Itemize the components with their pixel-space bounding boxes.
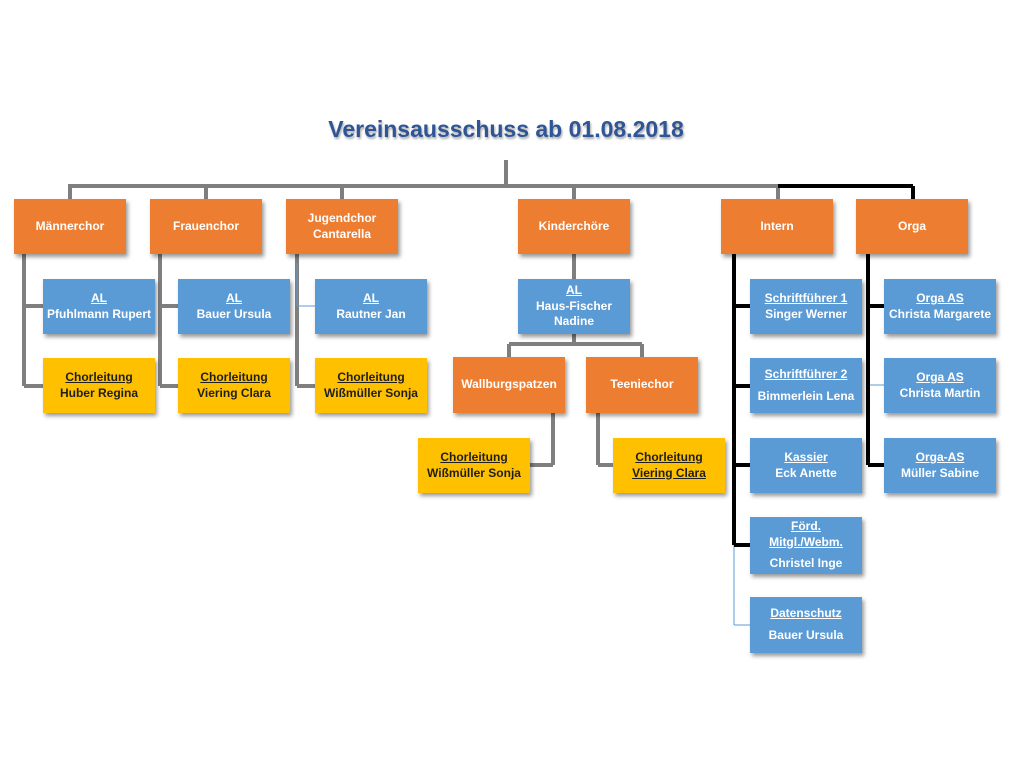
node-role: Kassier xyxy=(784,449,828,464)
node-name: Bimmerlein Lena xyxy=(757,388,855,403)
node-orga-as-1: Orga AS Christa Margarete xyxy=(884,279,996,334)
node-name: Huber Regina xyxy=(59,385,138,400)
group-label: Teeniechor xyxy=(610,377,674,392)
node-role: Chorleitung xyxy=(635,449,703,464)
group-jugendchor: Jugendchor Cantarella xyxy=(286,199,398,254)
node-maennerchor-al: AL Pfuhlmann Rupert xyxy=(43,279,155,334)
group-label-line2: Cantarella xyxy=(312,226,372,241)
group-kinderchoere: Kinderchöre xyxy=(518,199,630,254)
group-wallburgspatzen: Wallburgspatzen xyxy=(453,357,565,413)
group-label: Orga xyxy=(897,218,926,233)
node-name: Christel Inge xyxy=(769,556,843,571)
node-name: Pfuhlmann Rupert xyxy=(47,306,151,321)
node-jugendchor-al: AL Rautner Jan xyxy=(315,279,427,334)
node-role: Orga AS xyxy=(916,369,964,384)
node-role: Orga-AS xyxy=(915,449,965,464)
node-frauenchor-al: AL Bauer Ursula xyxy=(178,279,290,334)
group-label: Intern xyxy=(760,218,794,233)
node-role-line1: Förd. xyxy=(791,519,821,534)
group-orga: Orga xyxy=(856,199,968,254)
node-name: Müller Sabine xyxy=(900,465,980,480)
node-role: Schriftführer 1 xyxy=(764,290,848,305)
group-maennerchor: Männerchor xyxy=(14,199,126,254)
node-name-line2: Nadine xyxy=(553,314,594,329)
node-orga-as-2: Orga AS Christa Martin xyxy=(884,358,996,413)
node-frauenchor-chorleitung: Chorleitung Viering Clara xyxy=(178,358,290,413)
node-datenschutz: Datenschutz Bauer Ursula xyxy=(750,597,862,653)
node-wallburgspatzen-chorleitung: Chorleitung Wißmüller Sonja xyxy=(418,438,530,493)
node-role: Schriftführer 2 xyxy=(764,366,848,381)
group-label: Wallburgspatzen xyxy=(461,377,557,392)
node-name: Viering Clara xyxy=(197,385,271,400)
node-name: Bauer Ursula xyxy=(768,628,844,642)
node-role: AL xyxy=(91,290,107,305)
group-intern: Intern xyxy=(721,199,833,254)
node-role: Chorleitung xyxy=(65,369,133,384)
node-name: Christa Margarete xyxy=(888,306,992,321)
node-name: Rautner Jan xyxy=(336,306,406,321)
node-role: AL xyxy=(363,290,379,305)
node-schriftfuehrer2: Schriftführer 2 Bimmerlein Lena xyxy=(750,358,862,413)
node-role: AL xyxy=(226,290,242,305)
node-jugendchor-chorleitung: Chorleitung Wißmüller Sonja xyxy=(315,358,427,413)
node-role: AL xyxy=(566,283,582,298)
node-role: Chorleitung xyxy=(337,369,405,384)
node-name-line1: Haus-Fischer xyxy=(535,298,613,313)
node-name: Bauer Ursula xyxy=(196,306,272,321)
node-maennerchor-chorleitung: Chorleitung Huber Regina xyxy=(43,358,155,413)
node-teeniechor-chorleitung: Chorleitung Viering Clara xyxy=(613,438,725,493)
group-label: Männerchor xyxy=(35,218,105,233)
node-role: Chorleitung xyxy=(200,369,268,384)
node-role: Orga AS xyxy=(916,290,964,305)
node-kassier: Kassier Eck Anette xyxy=(750,438,862,493)
node-role-line2: Mitgl./Webm. xyxy=(769,534,843,549)
group-label: Frauenchor xyxy=(172,218,239,233)
node-name: Viering Clara xyxy=(632,465,706,480)
chart-title: Vereinsausschuss ab 01.08.2018 xyxy=(328,116,684,142)
node-foerd-mitgl-webm: Förd. Mitgl./Webm. Christel Inge xyxy=(750,517,862,574)
node-role: Chorleitung xyxy=(440,449,508,464)
group-frauenchor: Frauenchor xyxy=(150,199,262,254)
group-label-line1: Jugendchor xyxy=(307,210,377,225)
node-orga-as-3: Orga-AS Müller Sabine xyxy=(884,438,996,493)
node-name: Christa Martin xyxy=(899,385,981,400)
node-name: Wißmüller Sonja xyxy=(324,385,418,400)
node-name: Wißmüller Sonja xyxy=(427,465,521,480)
node-name: Singer Werner xyxy=(765,306,847,321)
node-schriftfuehrer1: Schriftführer 1 Singer Werner xyxy=(750,279,862,334)
group-label: Kinderchöre xyxy=(538,218,610,233)
node-kinderchoere-al: AL Haus-Fischer Nadine xyxy=(518,279,630,334)
node-role: Datenschutz xyxy=(770,606,842,621)
node-name: Eck Anette xyxy=(775,465,837,480)
group-teeniechor: Teeniechor xyxy=(586,357,698,413)
